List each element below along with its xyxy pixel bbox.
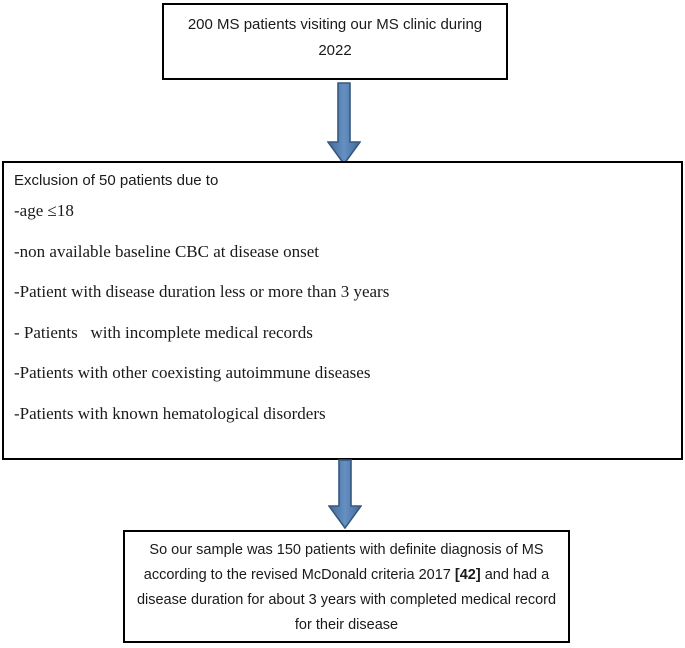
start-node: 200 MS patients visiting our MS clinic d…: [162, 3, 508, 80]
exclusion-item: -Patients with known hematological disor…: [14, 403, 326, 423]
result-text: So our sample was 150 patients with defi…: [133, 538, 560, 638]
result-citation: [42]: [454, 567, 481, 583]
exclusion-title: Exclusion of 50 patients due to: [14, 172, 219, 189]
start-node-line1: 200 MS patients visiting our MS clinic d…: [187, 16, 483, 33]
start-node-line2: 2022: [318, 42, 352, 59]
exclusion-item: - Patients with incomplete medical recor…: [14, 322, 313, 342]
exclusion-item: -non available baseline CBC at disease o…: [14, 241, 319, 261]
down-arrow-icon: [327, 82, 361, 165]
exclusion-node: Exclusion of 50 patients due to -age ≤18…: [2, 161, 683, 460]
exclusion-item: -Patients with other coexisting autoimmu…: [14, 363, 371, 382]
result-text-after: and had a disease duration for about 3 y…: [136, 567, 557, 633]
exclusion-item: -Patient with disease duration less or m…: [14, 282, 390, 301]
exclusion-item: -age ≤18: [14, 201, 74, 220]
result-text-before: So our sample was 150 patients with defi…: [143, 542, 544, 583]
exclusion-item-list: -age ≤18 -non available baseline CBC at …: [14, 191, 671, 434]
result-node: So our sample was 150 patients with defi…: [123, 530, 570, 643]
down-arrow-icon: [328, 459, 362, 529]
